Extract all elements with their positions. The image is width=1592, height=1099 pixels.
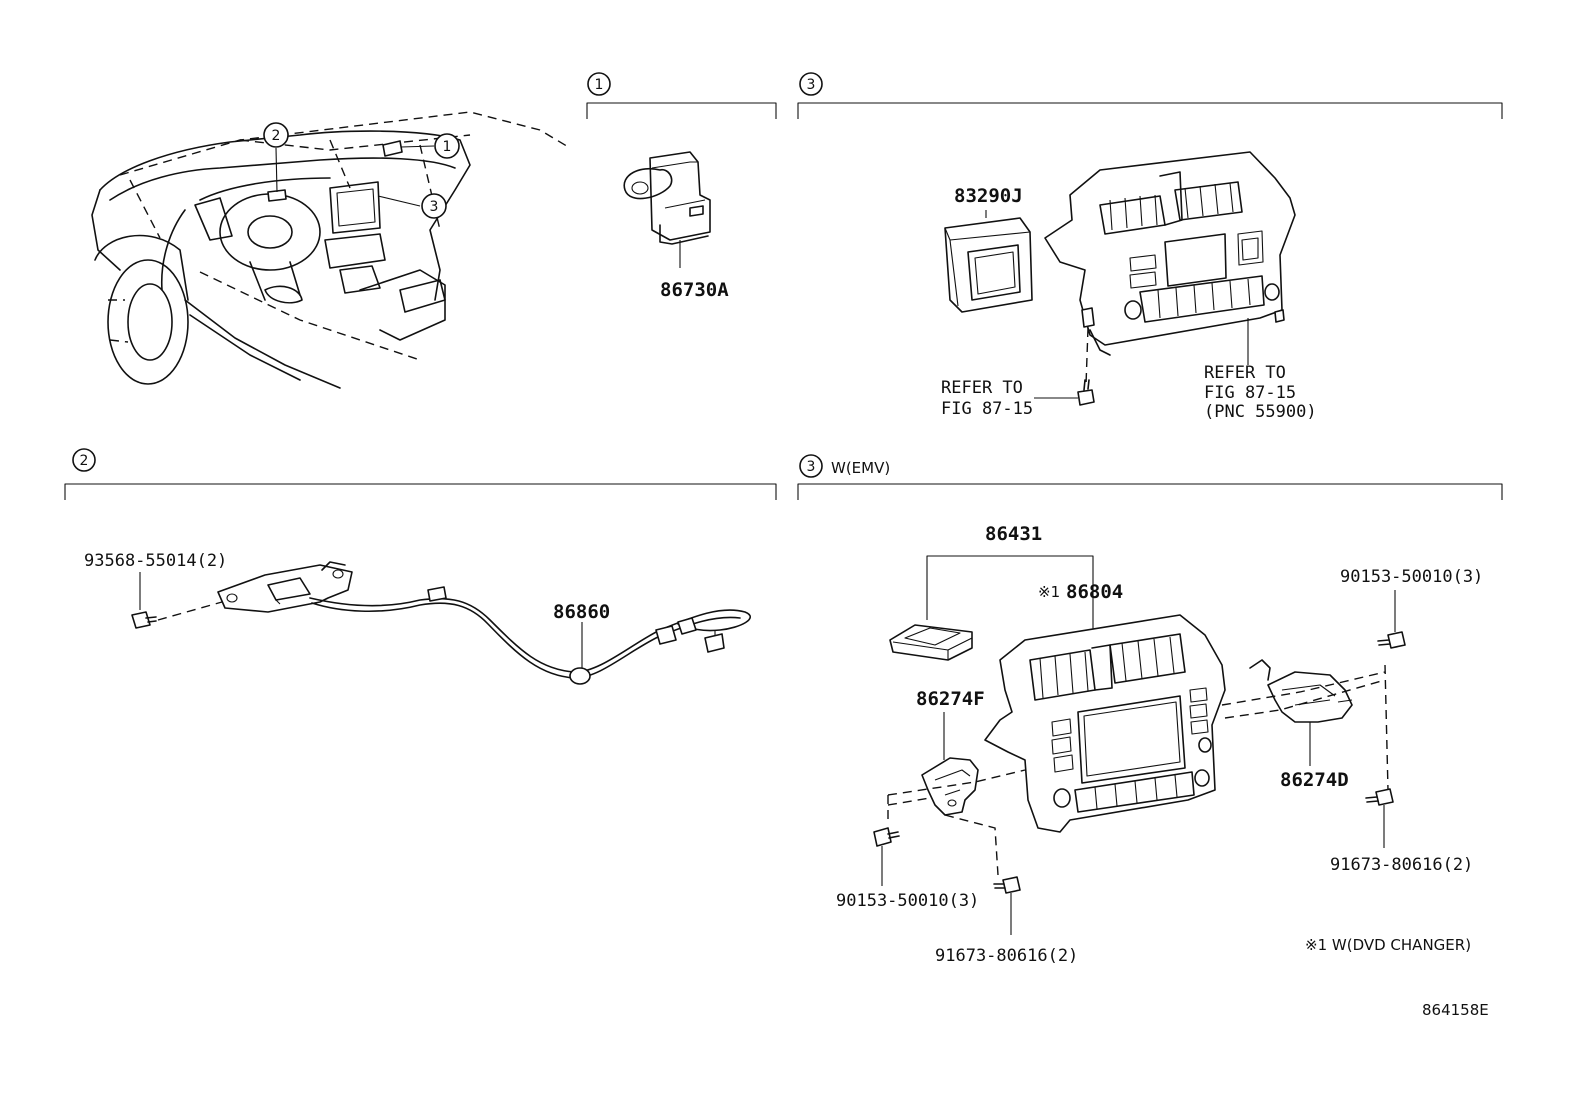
part-86860-bracket — [217, 561, 353, 613]
screw-icon — [873, 827, 900, 847]
label-86804-mark: ※1 — [1038, 583, 1060, 601]
section-2-number: 2 — [80, 453, 89, 469]
section-1: 1 86730A — [586, 72, 777, 301]
label-86274F: 86274F — [916, 688, 985, 710]
part-86730A — [623, 151, 711, 268]
label-91673-right: 91673-80616(2) — [1330, 855, 1473, 875]
part-86274F — [921, 757, 979, 816]
part-86804 — [889, 624, 973, 661]
label-93568: 93568-55014(2) — [84, 551, 227, 571]
section-2: 2 93568-55014(2) — [64, 448, 777, 685]
section-3-number: 3 — [807, 77, 816, 93]
label-refer-right-1: REFER TO — [1204, 363, 1286, 383]
label-86431: 86431 — [985, 523, 1042, 545]
label-86730A: 86730A — [660, 279, 729, 301]
label-86804: 86804 — [1066, 581, 1123, 603]
section-3-emv-number: 3 — [807, 459, 816, 475]
section-3: 3 83290J — [797, 72, 1503, 422]
screw-icon — [1077, 379, 1095, 406]
svg-text:3: 3 — [430, 199, 439, 215]
screw-icon — [1377, 631, 1406, 649]
label-refer-left-2: FIG 87-15 — [941, 399, 1033, 419]
svg-text:1: 1 — [443, 139, 452, 155]
vehicle-overview: 1 2 3 — [91, 111, 571, 389]
label-83290J: 83290J — [954, 185, 1023, 207]
footnote: ※1 W(DVD CHANGER) — [1305, 936, 1471, 954]
callout-2: 2 — [263, 122, 289, 148]
figure-id: 864158E — [1422, 1001, 1489, 1019]
callout-3: 3 — [421, 193, 447, 219]
part-86860-cable — [309, 586, 752, 685]
label-86860: 86860 — [553, 601, 610, 623]
section-3-emv: 3 W(EMV) 86431 ※1 86804 — [797, 454, 1503, 966]
section-1-number: 1 — [595, 77, 604, 93]
label-86274D: 86274D — [1280, 769, 1349, 791]
svg-text:2: 2 — [272, 128, 281, 144]
label-refer-right-3: (PNC 55900) — [1204, 402, 1317, 422]
screw-icon — [131, 611, 157, 629]
label-refer-left-1: REFER TO — [941, 378, 1023, 398]
emv-bezel — [984, 614, 1226, 833]
part-83290J — [944, 210, 1033, 313]
section-3-emv-suffix: W(EMV) — [831, 459, 890, 477]
label-91673-left: 91673-80616(2) — [935, 946, 1078, 966]
label-90153-right: 90153-50010(3) — [1340, 567, 1483, 587]
label-90153-left: 90153-50010(3) — [836, 891, 979, 911]
label-refer-right-2: FIG 87-15 — [1204, 383, 1296, 403]
callout-1: 1 — [434, 133, 460, 159]
screw-icon — [993, 876, 1021, 894]
screw-icon — [1365, 788, 1394, 806]
part-86274D — [1249, 659, 1353, 723]
center-bezel — [1044, 151, 1296, 356]
